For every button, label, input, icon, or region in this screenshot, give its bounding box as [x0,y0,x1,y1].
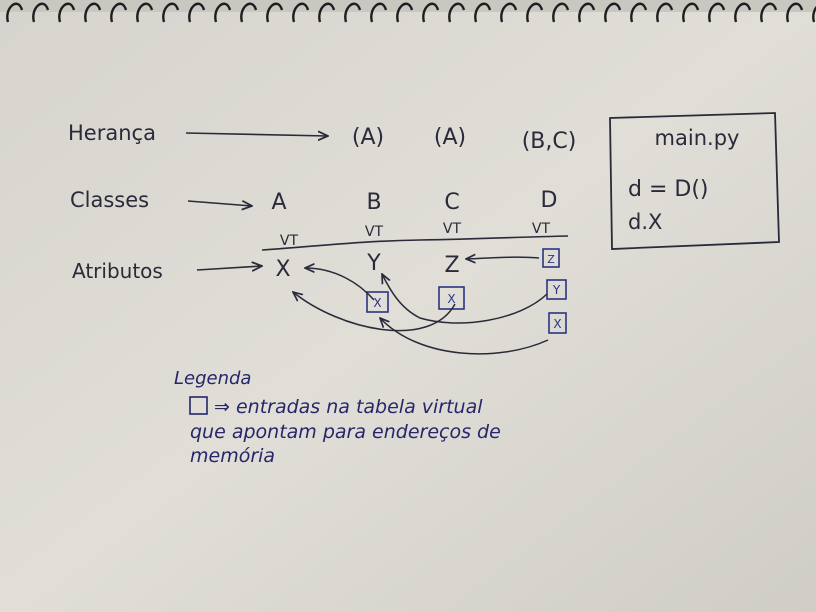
legend-line-3: memória [190,445,275,467]
spiral-coil [812,6,816,23]
inheritance-d: (B,C) [522,129,577,154]
vt-box-d-z: Z [542,248,560,268]
spiral-coil [214,2,232,23]
spiral-coil [526,2,544,23]
spiral-coil [84,2,102,23]
code-box-frame [609,112,780,250]
arrow-cx-to-x [293,292,456,332]
arrow-bx-to-x [305,268,375,301]
spiral-coil [370,2,388,23]
spiral-coil [682,2,700,23]
class-a: A [271,190,286,215]
attribute-y: Y [366,251,381,276]
vt-box-b-x: X [366,291,389,313]
spiral-coil [318,2,336,23]
class-b: B [366,190,381,215]
spiral-coil [162,2,180,23]
classes-arrow [187,201,252,206]
vt-label-d: VT [532,221,551,237]
arrow-dx-to-x [380,318,549,355]
spiral-coil [734,2,752,23]
vt-box-d-y: Y [546,279,567,300]
legend-box-symbol [189,396,208,415]
vt-box-d-x-label: X [553,317,561,331]
legend-title: Legenda [174,368,251,389]
attribute-z: Z [444,253,459,278]
legend-line-2: que apontam para endereços de [190,421,501,443]
vt-box-c-x-label: X [447,292,455,306]
spiral-coil [500,2,518,23]
row-label-atributos: Atributos [72,259,163,283]
vt-label-b: VT [365,224,384,240]
spiral-coil [422,2,440,23]
code-box: main.py d = D() d.X [609,112,780,250]
spiral-coil [448,2,466,23]
code-filename: main.py [655,126,740,150]
spiral-coil [266,2,284,23]
legend-symbol-meaning: ⇒ entradas na tabela virtual [214,396,483,418]
spiral-coil [240,2,258,23]
inheritance-c: (A) [434,125,466,150]
spiral-coil [344,2,362,23]
inheritance-b: (A) [352,125,384,150]
row-label-heranca: Herança [68,121,156,145]
class-d: D [541,188,558,213]
vt-box-d-x: X [548,312,567,334]
vt-divider-line [261,235,569,251]
pointer-arrows [293,257,549,355]
spiral-coil [396,2,414,23]
spiral-coil [188,2,206,23]
vt-box-b-x-label: X [373,296,381,310]
legend: Legenda ⇒ entradas na tabela virtual que… [174,368,501,467]
heranca-arrow [185,133,328,136]
spiral-coil [578,2,596,23]
spiral-coil [760,2,778,23]
row-label-classes: Classes [70,188,149,212]
spiral-coil [292,2,310,23]
arrow-dy-to-y [382,274,548,324]
vt-label-c: VT [443,221,462,237]
spiral-coil [786,2,804,23]
spiral-coil [474,2,492,23]
class-c: C [444,190,459,215]
code-line-2: d.X [628,210,662,234]
spiral-coil [110,2,128,23]
spiral-coil [136,2,154,23]
spiral-coil [604,2,622,23]
arrow-dz-to-z [466,257,540,259]
code-line-1: d = D() [628,177,709,202]
spiral-coil [58,2,76,23]
label-arrows [185,133,328,270]
spiral-coil [656,2,674,23]
spiral-coil [708,2,726,23]
spiral-binding [0,0,816,23]
spiral-coil [630,2,648,23]
spiral-coil [6,2,24,23]
spiral-coil [32,2,50,23]
attribute-x: X [275,257,290,282]
vt-box-d-y-label: Y [552,283,561,297]
vt-label-a: VT [280,233,299,249]
vt-box-d-z-label: Z [547,253,555,266]
atributos-arrow [196,266,262,270]
spiral-coil [552,2,570,23]
